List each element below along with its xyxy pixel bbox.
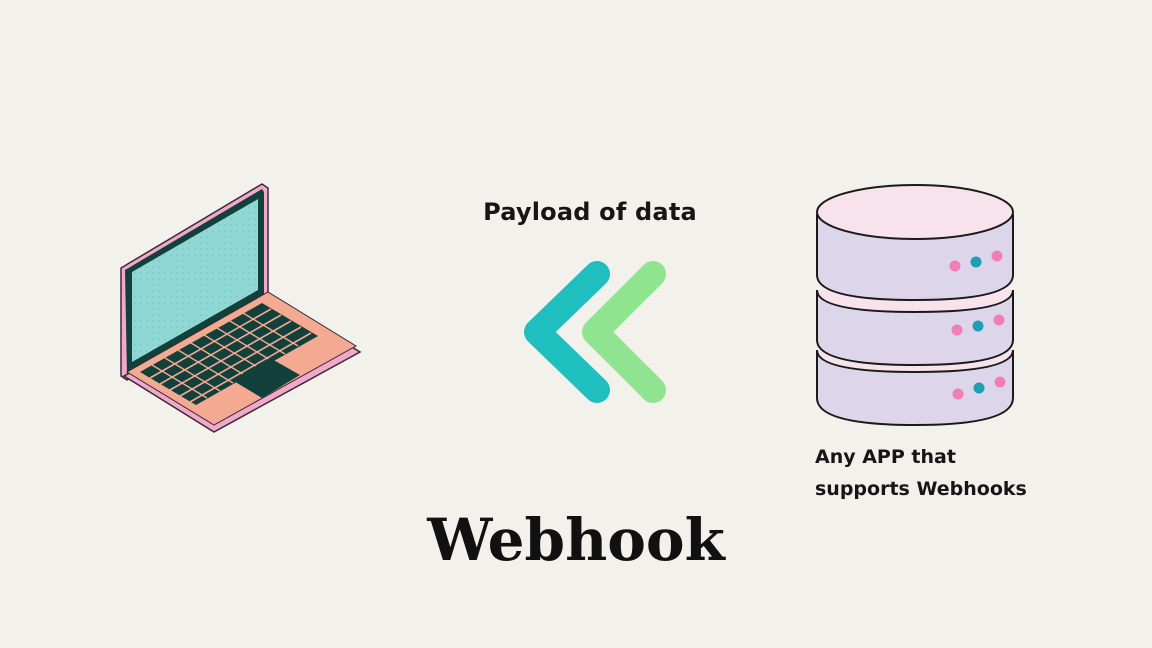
app-label-line1: Any APP that: [815, 446, 956, 468]
app-label-line2: supports Webhooks: [815, 478, 1027, 500]
database-server-icon: [816, 184, 1014, 427]
server-leds: [949, 250, 1006, 400]
diagram-title: Webhook: [427, 506, 725, 574]
laptop-icon: [120, 183, 362, 433]
app-label: Any APP that supports Webhooks: [815, 441, 1075, 505]
payload-label: Payload of data: [483, 198, 697, 226]
double-chevron-left-icon: [524, 261, 666, 403]
